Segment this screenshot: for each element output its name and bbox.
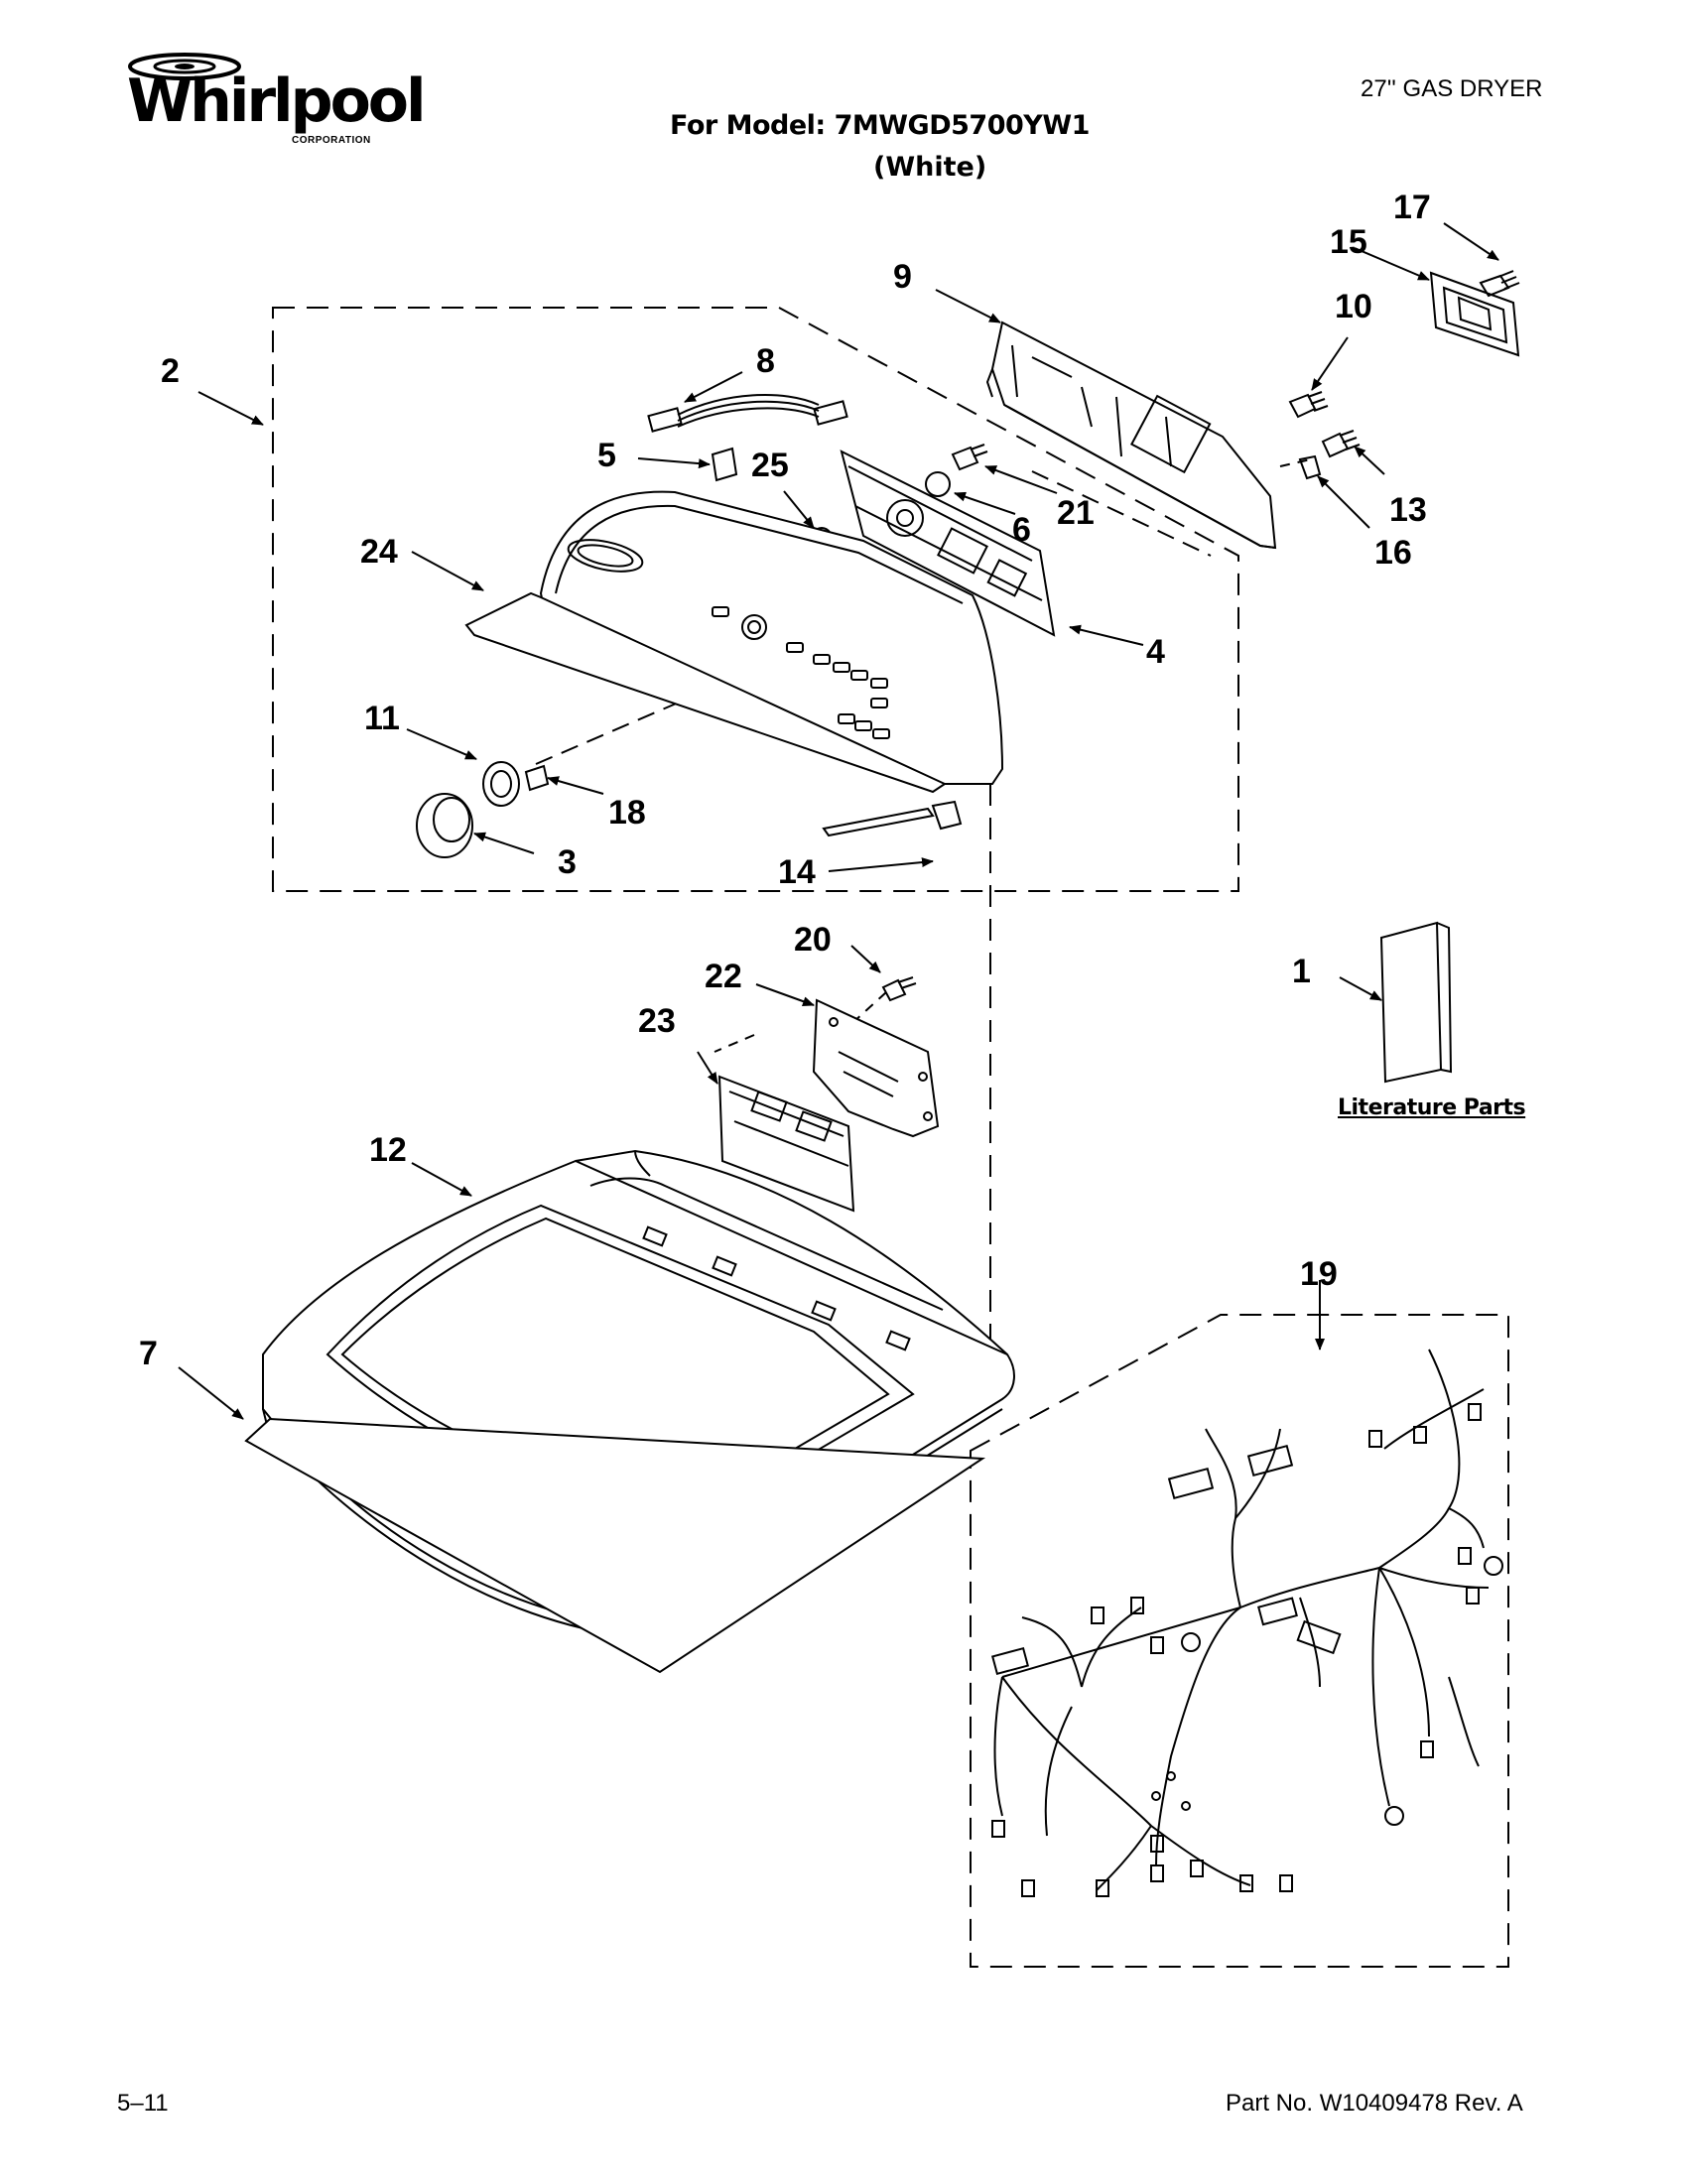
part-5-clip bbox=[711, 447, 738, 482]
logo-swirl-icon bbox=[128, 53, 241, 80]
brand-name: Whirlpool bbox=[127, 66, 427, 136]
part-18-shaft bbox=[524, 764, 550, 792]
callout-8: 8 bbox=[756, 342, 775, 380]
part-number: Part No. W10409478 Rev. A bbox=[1226, 2090, 1523, 2117]
part-16-clip bbox=[1298, 454, 1322, 480]
callout-16: 16 bbox=[1374, 534, 1412, 572]
callout-9: 9 bbox=[893, 258, 912, 296]
callout-22: 22 bbox=[705, 958, 742, 995]
part-24-strip bbox=[464, 591, 948, 794]
part-23-module bbox=[717, 1075, 855, 1213]
callout-18: 18 bbox=[608, 794, 646, 832]
console-housing bbox=[539, 490, 1004, 785]
part-8-connector bbox=[647, 394, 848, 433]
callout-15: 15 bbox=[1330, 223, 1367, 261]
part-6-encoder bbox=[925, 471, 951, 497]
callout-20: 20 bbox=[794, 921, 832, 959]
callout-11: 11 bbox=[364, 700, 400, 737]
part-15-bracket bbox=[1429, 271, 1520, 357]
part-9-rear-panel bbox=[985, 321, 1277, 550]
callout-19: 19 bbox=[1300, 1255, 1338, 1293]
part-1-literature bbox=[1379, 921, 1443, 1084]
part-7-gasket bbox=[244, 1417, 986, 1674]
part-11-bezel bbox=[482, 761, 520, 807]
part-4-control-board bbox=[840, 450, 1056, 637]
part-22-bracket bbox=[812, 998, 940, 1138]
model-line: For Model: 7MWGD5700YW1 bbox=[670, 110, 1090, 141]
color-line: (White) bbox=[873, 152, 987, 183]
callout-13: 13 bbox=[1389, 491, 1427, 529]
part-19-wire-harness bbox=[990, 1349, 1503, 1897]
callout-1: 1 bbox=[1292, 953, 1311, 990]
product-type: 27'' GAS DRYER bbox=[1361, 75, 1543, 102]
part-21-screw bbox=[951, 444, 988, 471]
callout-25: 25 bbox=[751, 447, 789, 484]
callout-24: 24 bbox=[360, 533, 398, 571]
part-20-screw bbox=[881, 976, 917, 1002]
brand-sub: CORPORATION bbox=[292, 135, 371, 146]
part-3-knob bbox=[416, 793, 473, 858]
literature-parts-label: Literature Parts bbox=[1338, 1095, 1526, 1120]
callout-23: 23 bbox=[638, 1002, 676, 1040]
callout-7: 7 bbox=[139, 1335, 158, 1372]
callout-3: 3 bbox=[558, 843, 577, 881]
console-group-outline bbox=[272, 307, 1239, 892]
harness-group-outline bbox=[970, 1314, 1509, 1968]
callout-5: 5 bbox=[597, 437, 616, 474]
callout-14: 14 bbox=[778, 853, 816, 891]
part-10-screw bbox=[1288, 391, 1329, 419]
part-14-clip bbox=[931, 800, 963, 831]
part-13-screw bbox=[1321, 430, 1361, 458]
part-17-screw bbox=[1479, 270, 1520, 298]
callout-4: 4 bbox=[1146, 633, 1165, 671]
whirlpool-logo: Whirlpool CORPORATION bbox=[117, 52, 427, 151]
callout-17: 17 bbox=[1393, 189, 1431, 226]
callout-6: 6 bbox=[1012, 511, 1031, 549]
callout-10: 10 bbox=[1335, 288, 1372, 325]
callout-12: 12 bbox=[369, 1131, 407, 1169]
date-code: 5–11 bbox=[117, 2090, 169, 2117]
callout-2: 2 bbox=[161, 352, 180, 390]
callout-21: 21 bbox=[1057, 494, 1095, 532]
